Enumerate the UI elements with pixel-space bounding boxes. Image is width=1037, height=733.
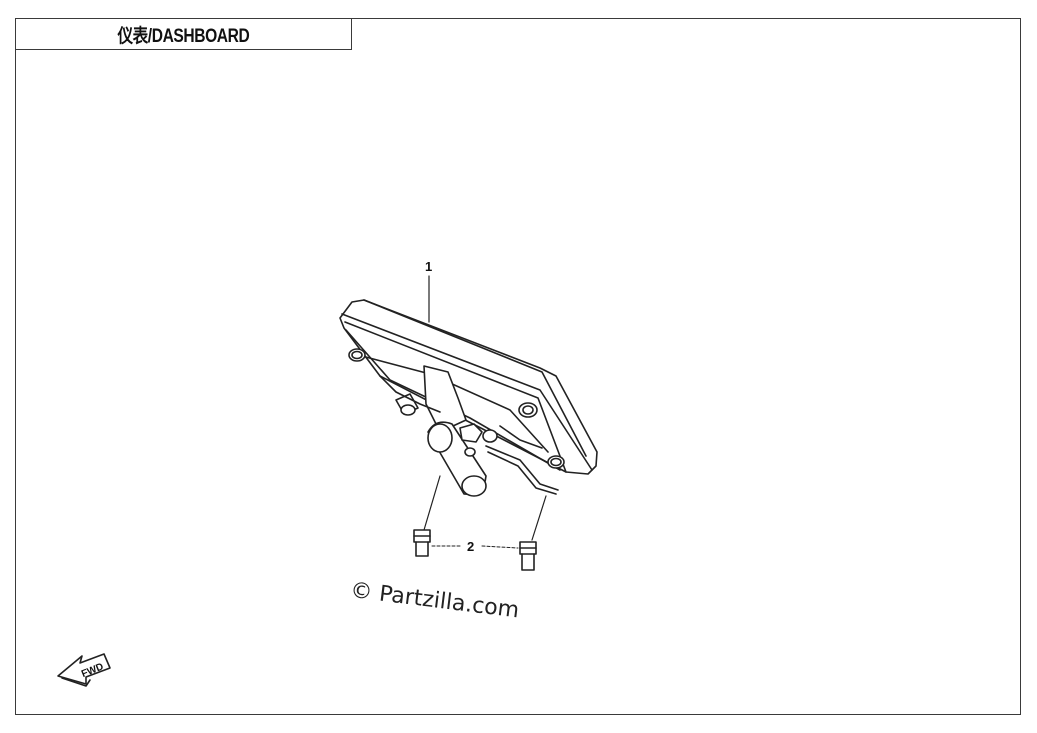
diagram-frame bbox=[15, 18, 1021, 715]
leader-line-2-right bbox=[481, 545, 519, 549]
fwd-arrow-icon bbox=[57, 653, 111, 687]
instrument-cluster bbox=[339, 299, 598, 497]
callout-2: 2 bbox=[467, 539, 474, 554]
leader-line-bolt-right bbox=[531, 495, 547, 541]
diagram-title: 仪表/DASHBOARD bbox=[117, 25, 250, 47]
title-box: 仪表/DASHBOARD bbox=[15, 18, 352, 50]
bolt-left bbox=[413, 529, 431, 557]
callout-1: 1 bbox=[425, 259, 432, 274]
bolt-right bbox=[519, 541, 537, 571]
leader-line-bolt-left bbox=[423, 475, 441, 531]
